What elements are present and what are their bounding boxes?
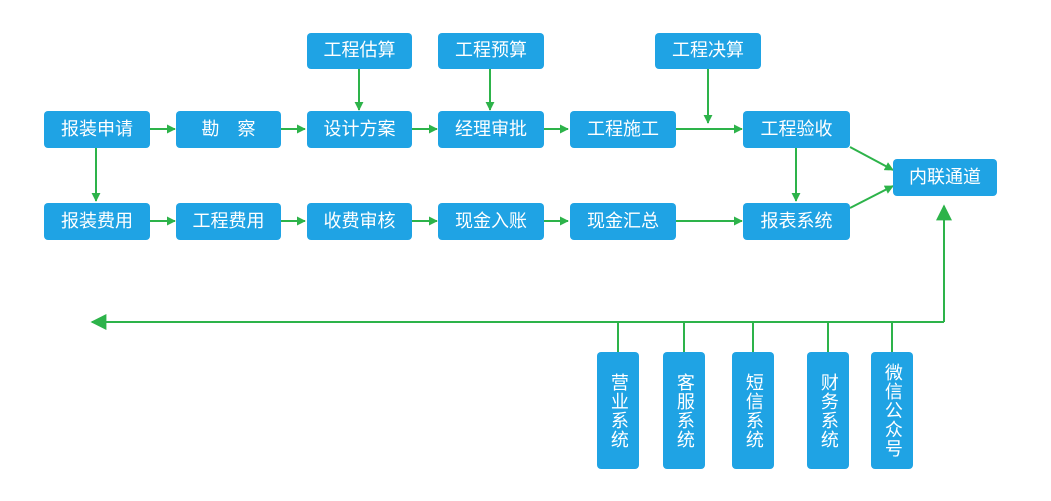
node-xianjin-huizong: 现金汇总 <box>570 203 676 240</box>
node-baobiao-xitong: 报表系统 <box>743 203 850 240</box>
node-gongcheng-yusuan: 工程预算 <box>438 33 544 69</box>
node-xianjin-ruzhang: 现金入账 <box>438 203 544 240</box>
node-label: 短信系统 <box>742 372 764 449</box>
node-gongcheng-yanshou: 工程验收 <box>743 111 850 148</box>
node-gongcheng-feiyong: 工程费用 <box>176 203 281 240</box>
node-gongcheng-juesuan: 工程决算 <box>655 33 761 69</box>
node-label: 微信公众号 <box>881 363 903 458</box>
arrow-baobiao-to-neilian <box>849 185 894 209</box>
node-jingli-shenpi: 经理审批 <box>438 111 544 148</box>
node-neilian-tongdao: 内联通道 <box>893 159 997 196</box>
node-sheji-fangan: 设计方案 <box>307 111 412 148</box>
node-label: 勘 察 <box>201 118 256 140</box>
node-caiwu-xitong: 财务系统 <box>807 352 849 469</box>
node-label: 设计方案 <box>323 118 396 140</box>
node-duanxin-xitong: 短信系统 <box>732 352 774 469</box>
node-label: 现金入账 <box>455 210 527 232</box>
node-shoufei-shenhe: 收费审核 <box>307 203 412 240</box>
node-label: 客服系统 <box>673 372 695 449</box>
node-weixin-gongzhonghao: 微信公众号 <box>871 352 913 469</box>
node-label: 财务系统 <box>817 372 839 449</box>
node-label: 报表系统 <box>760 210 833 232</box>
node-label: 经理审批 <box>455 118 527 140</box>
node-label: 内联通道 <box>909 166 981 188</box>
node-kefu-xitong: 客服系统 <box>663 352 705 469</box>
node-label: 工程费用 <box>192 210 265 232</box>
node-baozhuang-feiyong: 报装费用 <box>44 203 150 240</box>
node-label: 报装申请 <box>61 118 133 140</box>
arrow-yanshou-to-neilian <box>849 146 894 171</box>
node-label: 工程预算 <box>455 40 527 61</box>
node-label: 收费审核 <box>323 210 396 232</box>
node-label: 工程决算 <box>672 40 744 61</box>
node-baozhuang-shenqing: 报装申请 <box>44 111 150 148</box>
node-gongcheng-shigong: 工程施工 <box>570 111 676 148</box>
node-label: 工程验收 <box>760 118 833 140</box>
node-label: 报装费用 <box>61 210 133 232</box>
node-label: 营业系统 <box>607 372 629 449</box>
node-kancha: 勘 察 <box>176 111 281 148</box>
node-label: 现金汇总 <box>587 210 659 232</box>
node-label: 工程施工 <box>587 118 659 140</box>
node-label: 工程估算 <box>323 40 396 61</box>
node-yingye-xitong: 营业系统 <box>597 352 639 469</box>
node-gongcheng-gusuan: 工程估算 <box>307 33 412 69</box>
